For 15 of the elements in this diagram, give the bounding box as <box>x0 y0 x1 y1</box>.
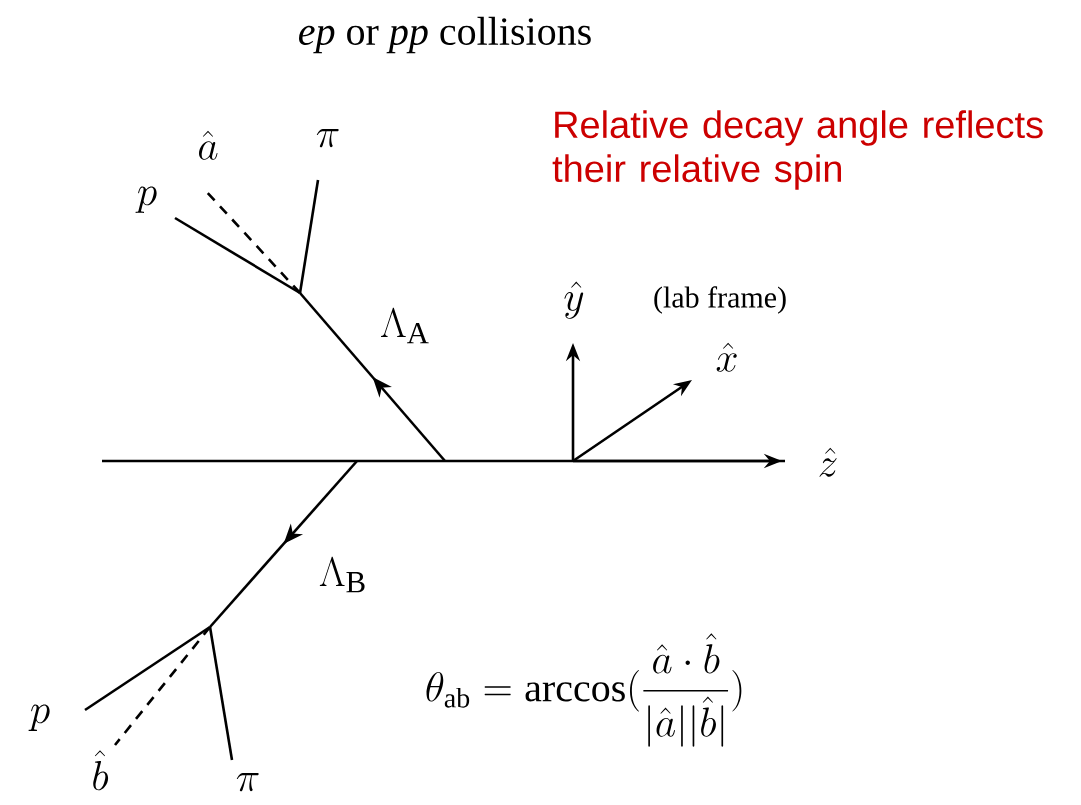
title: ep or pp collisions <box>299 16 591 54</box>
axis-label: $\hat{z}$ <box>819 447 837 477</box>
vector-label: $\hat{a}$ <box>199 130 218 160</box>
particle-label: $\Lambda_{\mathrm{B}}$ <box>319 556 365 593</box>
particle-label: $p$ <box>28 704 50 731</box>
angle-formula: $\theta_{\mathrm{ab}} = \arccos(\frac{\hat{a}\cdot\hat{b}}{|\hat{a}||\hat{b}|})$ <box>426 633 742 747</box>
particle-label: $\Lambda_{\mathrm{A}}$ <box>381 307 429 344</box>
frame-label: (lab frame) <box>654 286 786 314</box>
particle-label: $p$ <box>135 186 157 213</box>
annotation-text: Relative decay angle reflects their relative spin <box>552 110 1043 190</box>
particle-label: $\pi$ <box>236 773 259 792</box>
vector-label: $\hat{b}$ <box>93 750 109 791</box>
axis-label: $\hat{x}$ <box>716 342 737 372</box>
axis-label: $\hat{y}$ <box>564 281 584 319</box>
particle-label: $\pi$ <box>316 129 339 148</box>
